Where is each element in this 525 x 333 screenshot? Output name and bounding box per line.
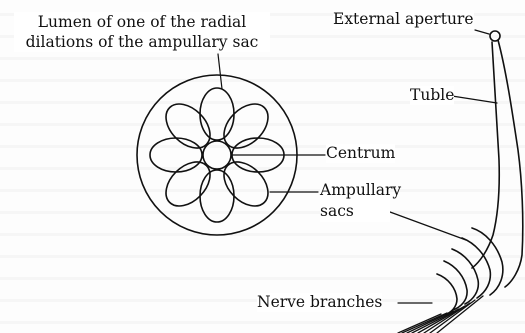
nerve-fibres (397, 295, 484, 333)
leader-lumen (217, 53, 223, 90)
label-ampullary-line2: sacs (320, 202, 354, 220)
label-lumen: Lumen of one of the radial dilations of … (14, 12, 270, 52)
label-external-aperture: External aperture (333, 10, 474, 29)
leader-sacs (389, 211, 467, 241)
centrum-circle (202, 140, 232, 170)
label-tuble: Tuble (410, 86, 455, 105)
tube-outline (471, 39, 524, 288)
tube-base-sacs (436, 227, 504, 316)
label-ampullary-sacs: Ampullary sacs (320, 180, 402, 222)
label-centrum: Centrum (326, 144, 396, 163)
label-lumen-line2: dilations of the ampullary sac (25, 33, 259, 51)
label-nerve-branches: Nerve branches (257, 293, 383, 312)
leader-lines (217, 29, 498, 304)
radial-dilation (223, 103, 269, 149)
radial-dilation (149, 137, 203, 173)
radial-dilation (199, 169, 235, 223)
radial-dilation (165, 103, 211, 149)
leader-external-aperture (474, 29, 490, 35)
label-lumen-line1: Lumen of one of the radial (37, 13, 247, 31)
radial-dilations (149, 87, 285, 223)
leader-tuble (451, 95, 498, 104)
external-aperture-mark (489, 30, 501, 42)
radial-dilation (199, 87, 235, 141)
radial-dilation (165, 161, 211, 207)
radial-dilation (223, 161, 269, 207)
label-ampullary-line1: Ampullary (320, 181, 402, 199)
